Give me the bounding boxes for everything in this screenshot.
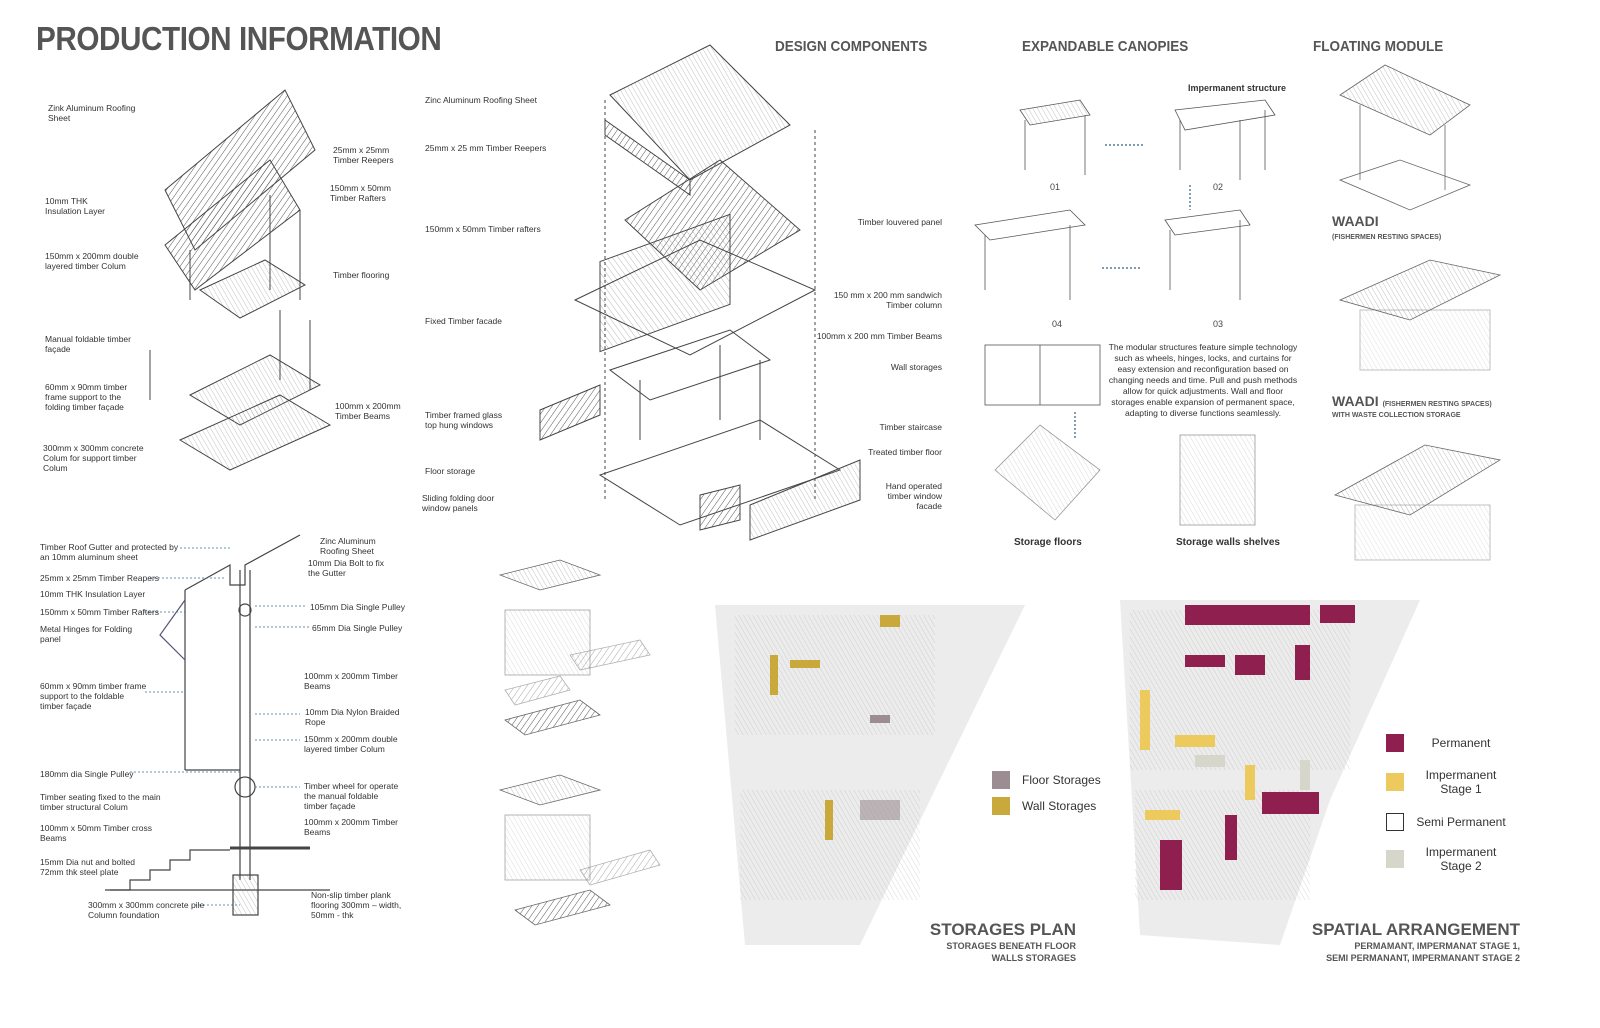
annotation: 10mm Dia Nylon Braided Rope [305, 707, 400, 727]
canopy-description: The modular structures feature simple te… [1108, 342, 1298, 418]
annotation: Zinc Aluminum Roofing Sheet [425, 95, 537, 105]
annotation: 150mm x 50mm Timber rafters [425, 224, 541, 234]
annotation: 150mm x 50mm Timber Rafters [330, 183, 391, 203]
section-title-design-components: DESIGN COMPONENTS [775, 38, 928, 55]
storages-plan-title: STORAGES PLAN STORAGES BENEATH FLOOR WAL… [929, 920, 1076, 963]
annotation: Timber staircase [879, 422, 942, 432]
annotation: Timber seating fixed to the main timber … [40, 792, 161, 812]
section-title-expandable-canopies: EXPANDABLE CANOPIES [1022, 38, 1189, 55]
annotation: Timber Roof Gutter and protected by an 1… [40, 542, 179, 562]
legend-impermanent-stage-2: Impermanent Stage 2 [1386, 845, 1506, 873]
storage-floors-caption: Storage floors [1014, 537, 1082, 548]
step-01: 01 [1050, 182, 1061, 192]
annotation: 180mm dia Single Pulley [40, 769, 134, 779]
exploded-axo-house [539, 44, 861, 541]
step-03: 03 [1213, 319, 1224, 329]
annotation: Timber framed glass top hung windows [425, 410, 503, 430]
annotation: Manual foldable timber façade [45, 334, 131, 354]
floating-deck-axo-2 [498, 774, 661, 926]
annotation: 100mm x 200 mm Timber Beams [816, 331, 942, 341]
annotation: 150mm x 200mm double layered timber Colu… [304, 734, 398, 754]
annotation: Fixed Timber facade [425, 316, 503, 326]
annotation: 60mm x 90mm timber frame support to the … [45, 382, 128, 412]
annotation: Hand operated timber window facade [885, 481, 942, 511]
annotation: Non-slip timber plank flooring 300mm – w… [311, 890, 402, 920]
annotation: Zinc Aluminum Roofing Sheet [320, 536, 376, 556]
spatial-arrangement-title: SPATIAL ARRANGEMENT PERMAMANT, IMPERMANA… [1311, 920, 1520, 963]
annotation: 300mm x 300mm concrete Colum for support… [43, 443, 144, 473]
annotation: Sliding folding door window panels [422, 493, 495, 513]
step-04: 04 [1052, 319, 1063, 329]
waadi-title-2: WAADI (FISHERMEN RESTING SPACES) [1332, 393, 1492, 409]
page-title: PRODUCTION INFORMATION [36, 20, 442, 57]
legend-wall-storages: Wall Storages [992, 797, 1096, 815]
annotation: 15mm Dia nut and bolted 72mm thk steel p… [40, 857, 135, 877]
legend-swatch [1386, 813, 1404, 831]
annotation: 100mm x 200mm Timber Beams [304, 817, 398, 837]
waadi-subtitle-2: WITH WASTE COLLECTION STORAGE [1332, 412, 1461, 419]
legend-impermanent-stage-1: Impermanent Stage 1 [1386, 768, 1506, 796]
step-02: 02 [1213, 182, 1224, 192]
annotation: 100mm x 200mm Timber Beams [304, 671, 398, 691]
legend-swatch [1386, 773, 1404, 791]
annotation: Floor storage [425, 466, 476, 476]
spatial-arrangement-drawing [1120, 600, 1420, 945]
annotation: 300mm x 300mm concrete pile Column found… [88, 900, 205, 920]
annotation: Metal Hinges for Folding panel [40, 624, 133, 644]
annotation: 65mm Dia Single Pulley [312, 623, 403, 633]
annotation: Timber louvered panel [857, 217, 942, 227]
legend-floor-storages: Floor Storages [992, 771, 1101, 789]
annotation: 10mm THK Insulation Layer [45, 196, 106, 216]
waadi-title-1: WAADI [1332, 213, 1379, 229]
legend-swatch [992, 797, 1010, 815]
legend-swatch [1386, 850, 1404, 868]
storages-plan-drawing [715, 605, 1025, 945]
legend-swatch [1386, 734, 1404, 752]
floating-module-drawings [1333, 64, 1502, 561]
annotation: 10mm Dia Bolt to fix the Gutter [308, 558, 385, 578]
section-title-floating-module: FLOATING MODULE [1313, 38, 1444, 55]
wall-section-detail [105, 534, 330, 916]
annotation: Timber flooring [333, 270, 390, 280]
exploded-axo-kiosk [149, 89, 332, 471]
annotation: 25mm x 25mm Timber Reepers [333, 145, 394, 165]
annotation: Wall storages [890, 362, 942, 372]
annotation: 150 mm x 200 mm sandwich Timber column [833, 290, 942, 310]
annotation: Treated timber floor [868, 447, 942, 457]
annotation: 25mm x 25mm Timber Reapers [40, 573, 160, 583]
legend-permanent: Permanent [1386, 734, 1506, 752]
annotation: 25mm x 25 mm Timber Reepers [425, 143, 547, 153]
annotation: 100mm x 200mm Timber Beams [335, 401, 401, 421]
annotation: 10mm THK Insulation Layer [40, 589, 146, 599]
legend-swatch [992, 771, 1010, 789]
storage-walls-caption: Storage walls shelves [1176, 537, 1280, 548]
canopy-diagrams [974, 99, 1276, 526]
legend-semi-permanent: Semi Permanent [1386, 813, 1506, 831]
waadi-subtitle-1: (FISHERMEN RESTING SPACES) [1332, 234, 1442, 241]
annotation: Timber wheel for operate the manual fold… [304, 781, 399, 811]
annotation: Zink Aluminum Roofing Sheet [48, 103, 136, 123]
impermanent-structure-label: Impermanent structure [1188, 83, 1287, 93]
annotation: 150mm x 50mm Timber Rafters [40, 607, 160, 617]
annotation: 105mm Dia Single Pulley [310, 602, 405, 612]
floating-deck-axo-1 [498, 559, 651, 736]
annotation: 100mm x 50mm Timber cross Beams [40, 823, 152, 843]
annotation: 150mm x 200mm double layered timber Colu… [45, 251, 139, 271]
annotation: 60mm x 90mm timber frame support to the … [40, 681, 147, 711]
